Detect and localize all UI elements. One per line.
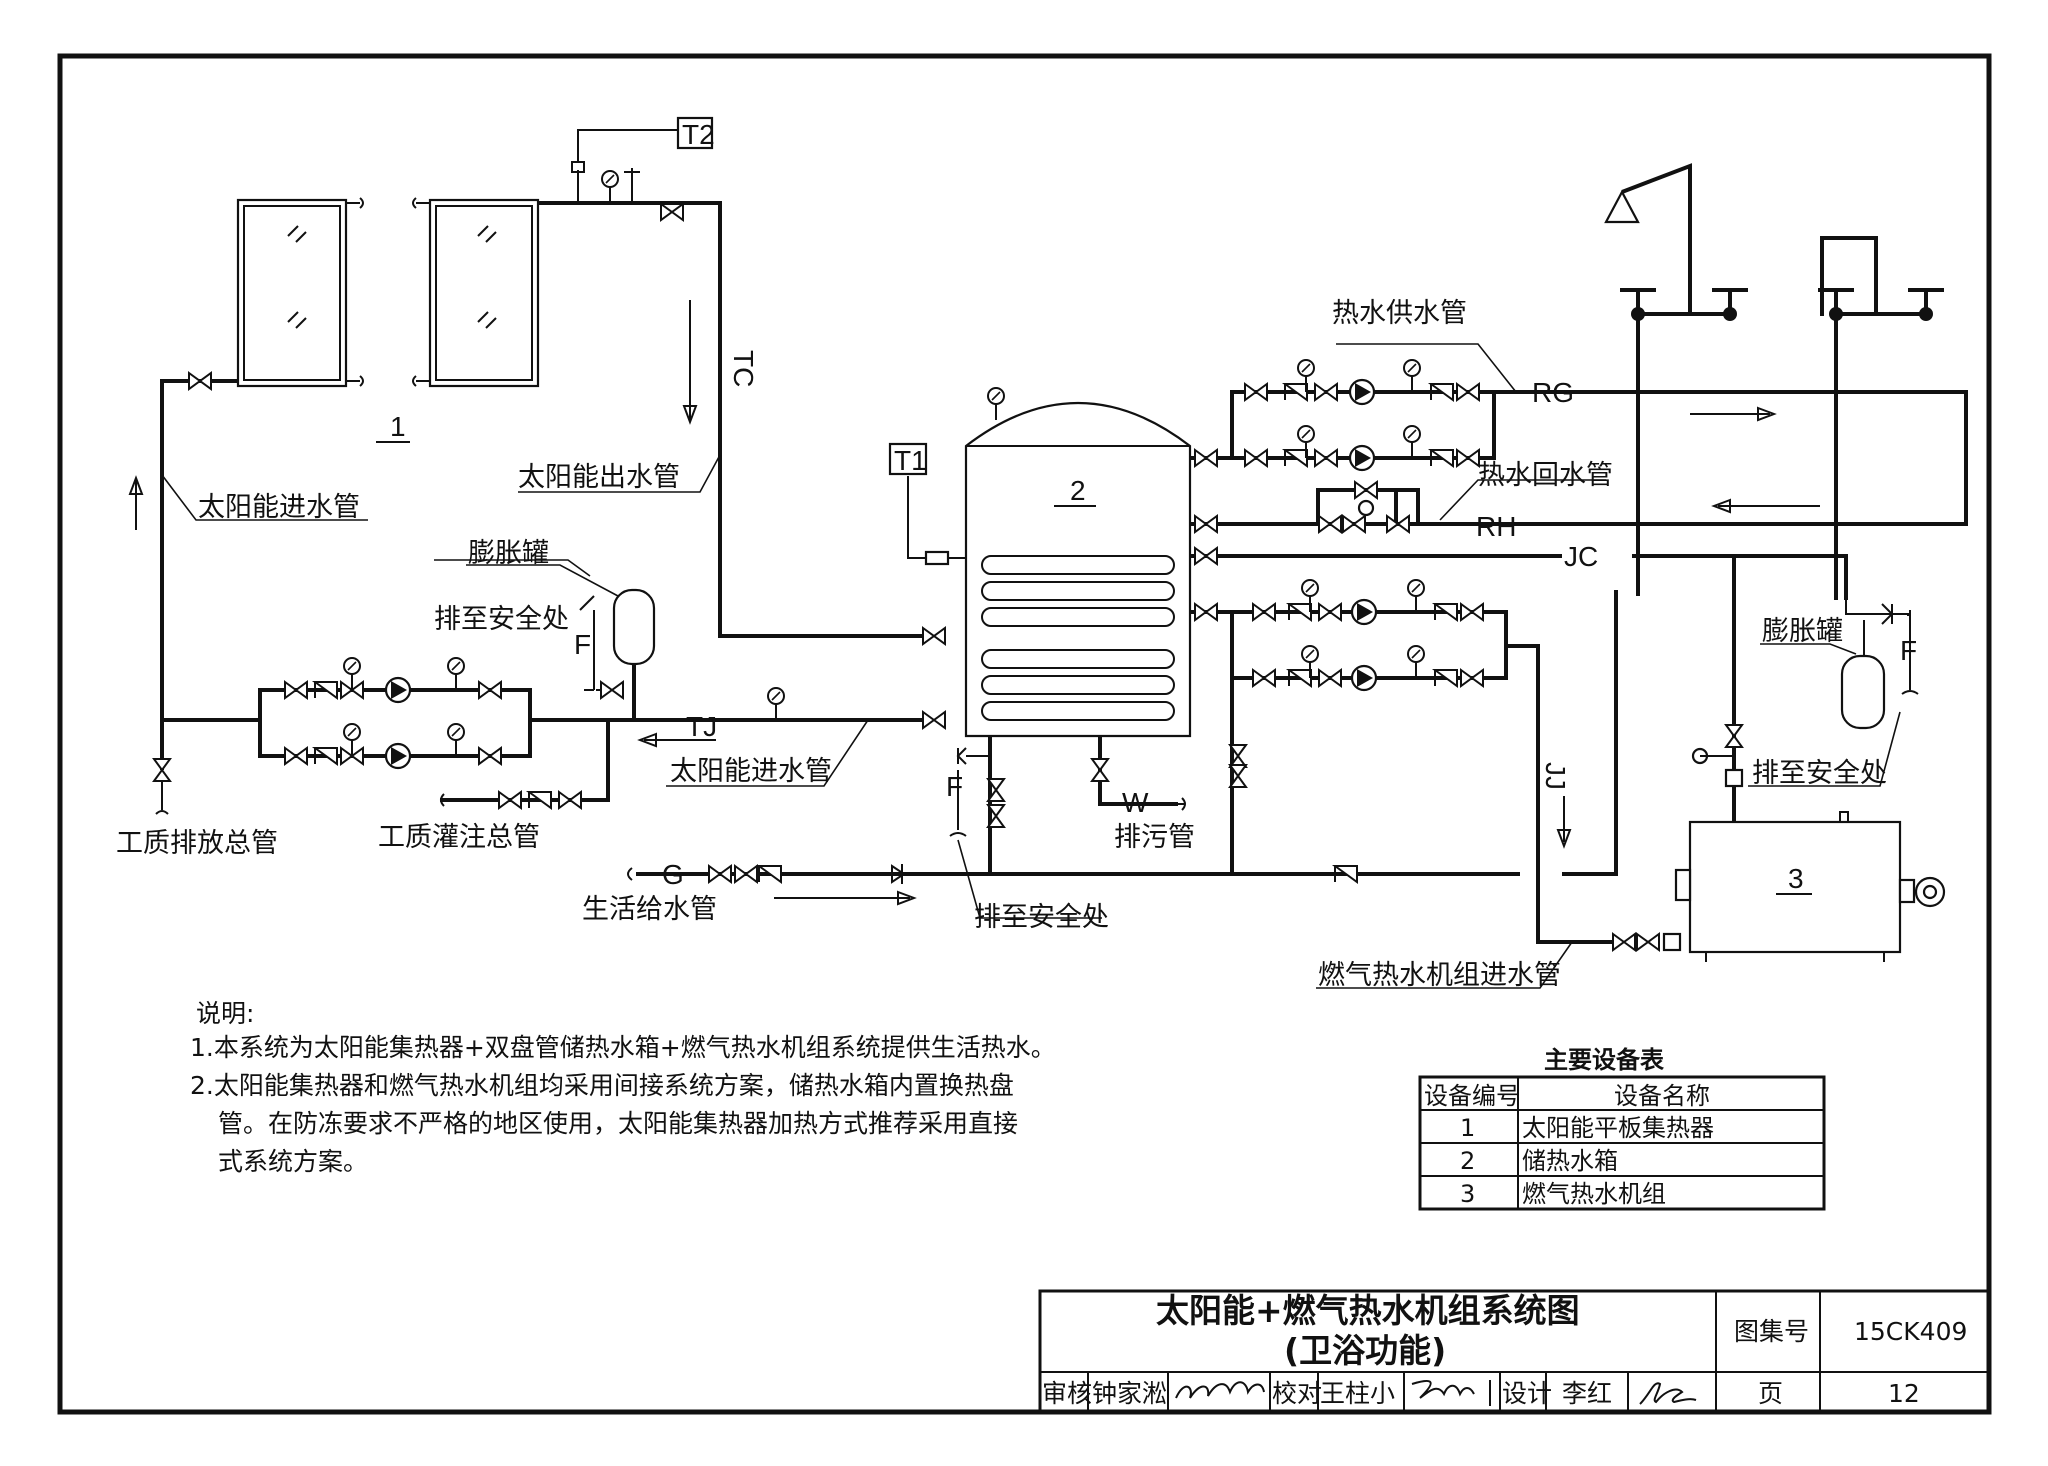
notes-line4: 式系统方案。 xyxy=(218,1147,368,1176)
notes: 说明: 1.本系统为太阳能集热器+双盘管储热水箱+燃气热水机组系统提供生活热水。… xyxy=(190,999,1056,1176)
notes-line2: 2.太阳能集热器和燃气热水机组均采用间接系统方案，储热水箱内置换热盘 xyxy=(190,1071,1014,1100)
tj-code: TJ xyxy=(686,711,717,742)
page-number: 12 xyxy=(1888,1379,1920,1408)
table-row-3-name: 燃气热水机组 xyxy=(1522,1180,1666,1208)
gas-heater-inlet-label: 燃气热水机组进水管 xyxy=(1318,960,1561,991)
designer-signature xyxy=(1639,1382,1697,1405)
notes-line3: 管。在防冻要求不严格的地区使用，太阳能集热器加热方式推荐采用直接 xyxy=(218,1109,1018,1138)
checker-name: 王柱小 xyxy=(1320,1379,1395,1408)
collector-inlet-valve xyxy=(188,372,212,390)
f-code-right: F xyxy=(1900,635,1917,666)
expansion-tank-left xyxy=(612,588,656,666)
solar-inlet-label-mid: 太阳能进水管 xyxy=(670,756,832,787)
expansion-tank-label-left: 膨胀罐 xyxy=(468,538,549,569)
jc-code: JC xyxy=(1564,541,1598,572)
tc-code: TC xyxy=(728,350,759,387)
t2-tag: T2 xyxy=(682,119,715,150)
gas-unit-number: 3 xyxy=(1788,863,1804,894)
gas-pump-row-top xyxy=(1252,579,1484,626)
jj-code: JJ xyxy=(1540,762,1571,790)
solar-inlet-label-left: 太阳能进水管 xyxy=(198,492,360,523)
table-row-1-name: 太阳能平板集热器 xyxy=(1522,1114,1714,1142)
notes-heading: 说明: xyxy=(196,999,254,1028)
hot-water-return-label: 热水回水管 xyxy=(1478,460,1613,491)
solar-pump-group xyxy=(258,688,925,758)
expansion-tank-right xyxy=(1840,620,1886,730)
solar-inlet-riser xyxy=(160,379,260,722)
domestic-water-label: 生活给水管 xyxy=(582,894,717,925)
table-row-1-no: 1 xyxy=(1460,1114,1475,1142)
sewage-label: 排污管 xyxy=(1114,822,1195,853)
page-label: 页 xyxy=(1758,1379,1783,1408)
atlas-label: 图集号 xyxy=(1734,1317,1809,1346)
check-label: 校对 xyxy=(1272,1379,1322,1408)
table-row-2-name: 储热水箱 xyxy=(1522,1147,1618,1175)
f-code-mid: F xyxy=(946,771,963,802)
solar-outlet-pipe xyxy=(538,201,925,638)
drain-valve xyxy=(153,758,171,782)
table-header-no: 设备编号 xyxy=(1424,1082,1520,1110)
safe-place-label-left: 排至安全处 xyxy=(434,604,569,635)
drawing-title: 太阳能+燃气热水机组系统图 xyxy=(1156,1291,1580,1330)
atlas-number: 15CK409 xyxy=(1854,1317,1967,1346)
sheet-border xyxy=(57,53,1992,1415)
collector-number: 1 xyxy=(390,411,406,442)
table-header-name: 设备名称 xyxy=(1614,1082,1710,1110)
medium-fill-label: 工质灌注总管 xyxy=(378,822,540,853)
gas-pump-row-bottom xyxy=(1252,645,1484,692)
g-code: G xyxy=(662,859,684,890)
equipment-table: 主要设备表 设备编号 设备名称 1 太阳能平板集热器 2 储热水箱 3 燃气热水… xyxy=(1418,1046,1826,1211)
pump-row-top xyxy=(284,657,502,704)
table-row-2-no: 2 xyxy=(1460,1147,1475,1175)
f-code-left: F xyxy=(574,629,591,660)
design-label: 设计 xyxy=(1502,1379,1552,1408)
expansion-tank-label-right: 膨胀罐 xyxy=(1762,616,1843,647)
title-block: 太阳能+燃气热水机组系统图 (卫浴功能) 图集号 15CK409 页 12 审核… xyxy=(1038,1289,1991,1414)
storage-tank xyxy=(964,402,1192,738)
hw-pump-row-top xyxy=(1244,359,1480,406)
drawing-subtitle: (卫浴功能) xyxy=(1284,1331,1446,1370)
reviewer-name: 钟家淞 xyxy=(1092,1379,1167,1408)
tank-number: 2 xyxy=(1070,475,1086,506)
hw-pump-row-bottom xyxy=(1244,425,1480,472)
w-code: W xyxy=(1122,787,1149,818)
collector-outlet-valve xyxy=(660,203,684,221)
solar-collector-left xyxy=(236,198,348,388)
basin-fixture xyxy=(1818,236,1944,600)
pump-row-bottom xyxy=(284,723,502,770)
solar-collector-right xyxy=(428,198,540,388)
equipment-table-title: 主要设备表 xyxy=(1544,1046,1665,1074)
table-row-3-no: 3 xyxy=(1460,1180,1475,1208)
reviewer-signature xyxy=(1175,1381,1265,1399)
rg-code: RG xyxy=(1532,377,1574,408)
hot-water-supply-label: 热水供水管 xyxy=(1332,298,1467,329)
solar-outlet-label: 太阳能出水管 xyxy=(518,462,680,493)
rh-code: RH xyxy=(1476,511,1516,542)
notes-line1: 1.本系统为太阳能集热器+双盘管储热水箱+燃气热水机组系统提供生活热水。 xyxy=(190,1033,1056,1062)
t1-tag: T1 xyxy=(894,445,927,476)
gas-water-heater xyxy=(1674,811,1946,962)
shower-fixture xyxy=(1604,163,1748,596)
checker-signature xyxy=(1411,1380,1491,1406)
safe-place-label-mid: 排至安全处 xyxy=(974,902,1109,933)
designer-name: 李红 xyxy=(1562,1379,1612,1408)
review-label: 审核 xyxy=(1042,1379,1092,1408)
safe-place-label-right: 排至安全处 xyxy=(1752,758,1887,789)
medium-drain-label: 工质排放总管 xyxy=(116,828,278,859)
